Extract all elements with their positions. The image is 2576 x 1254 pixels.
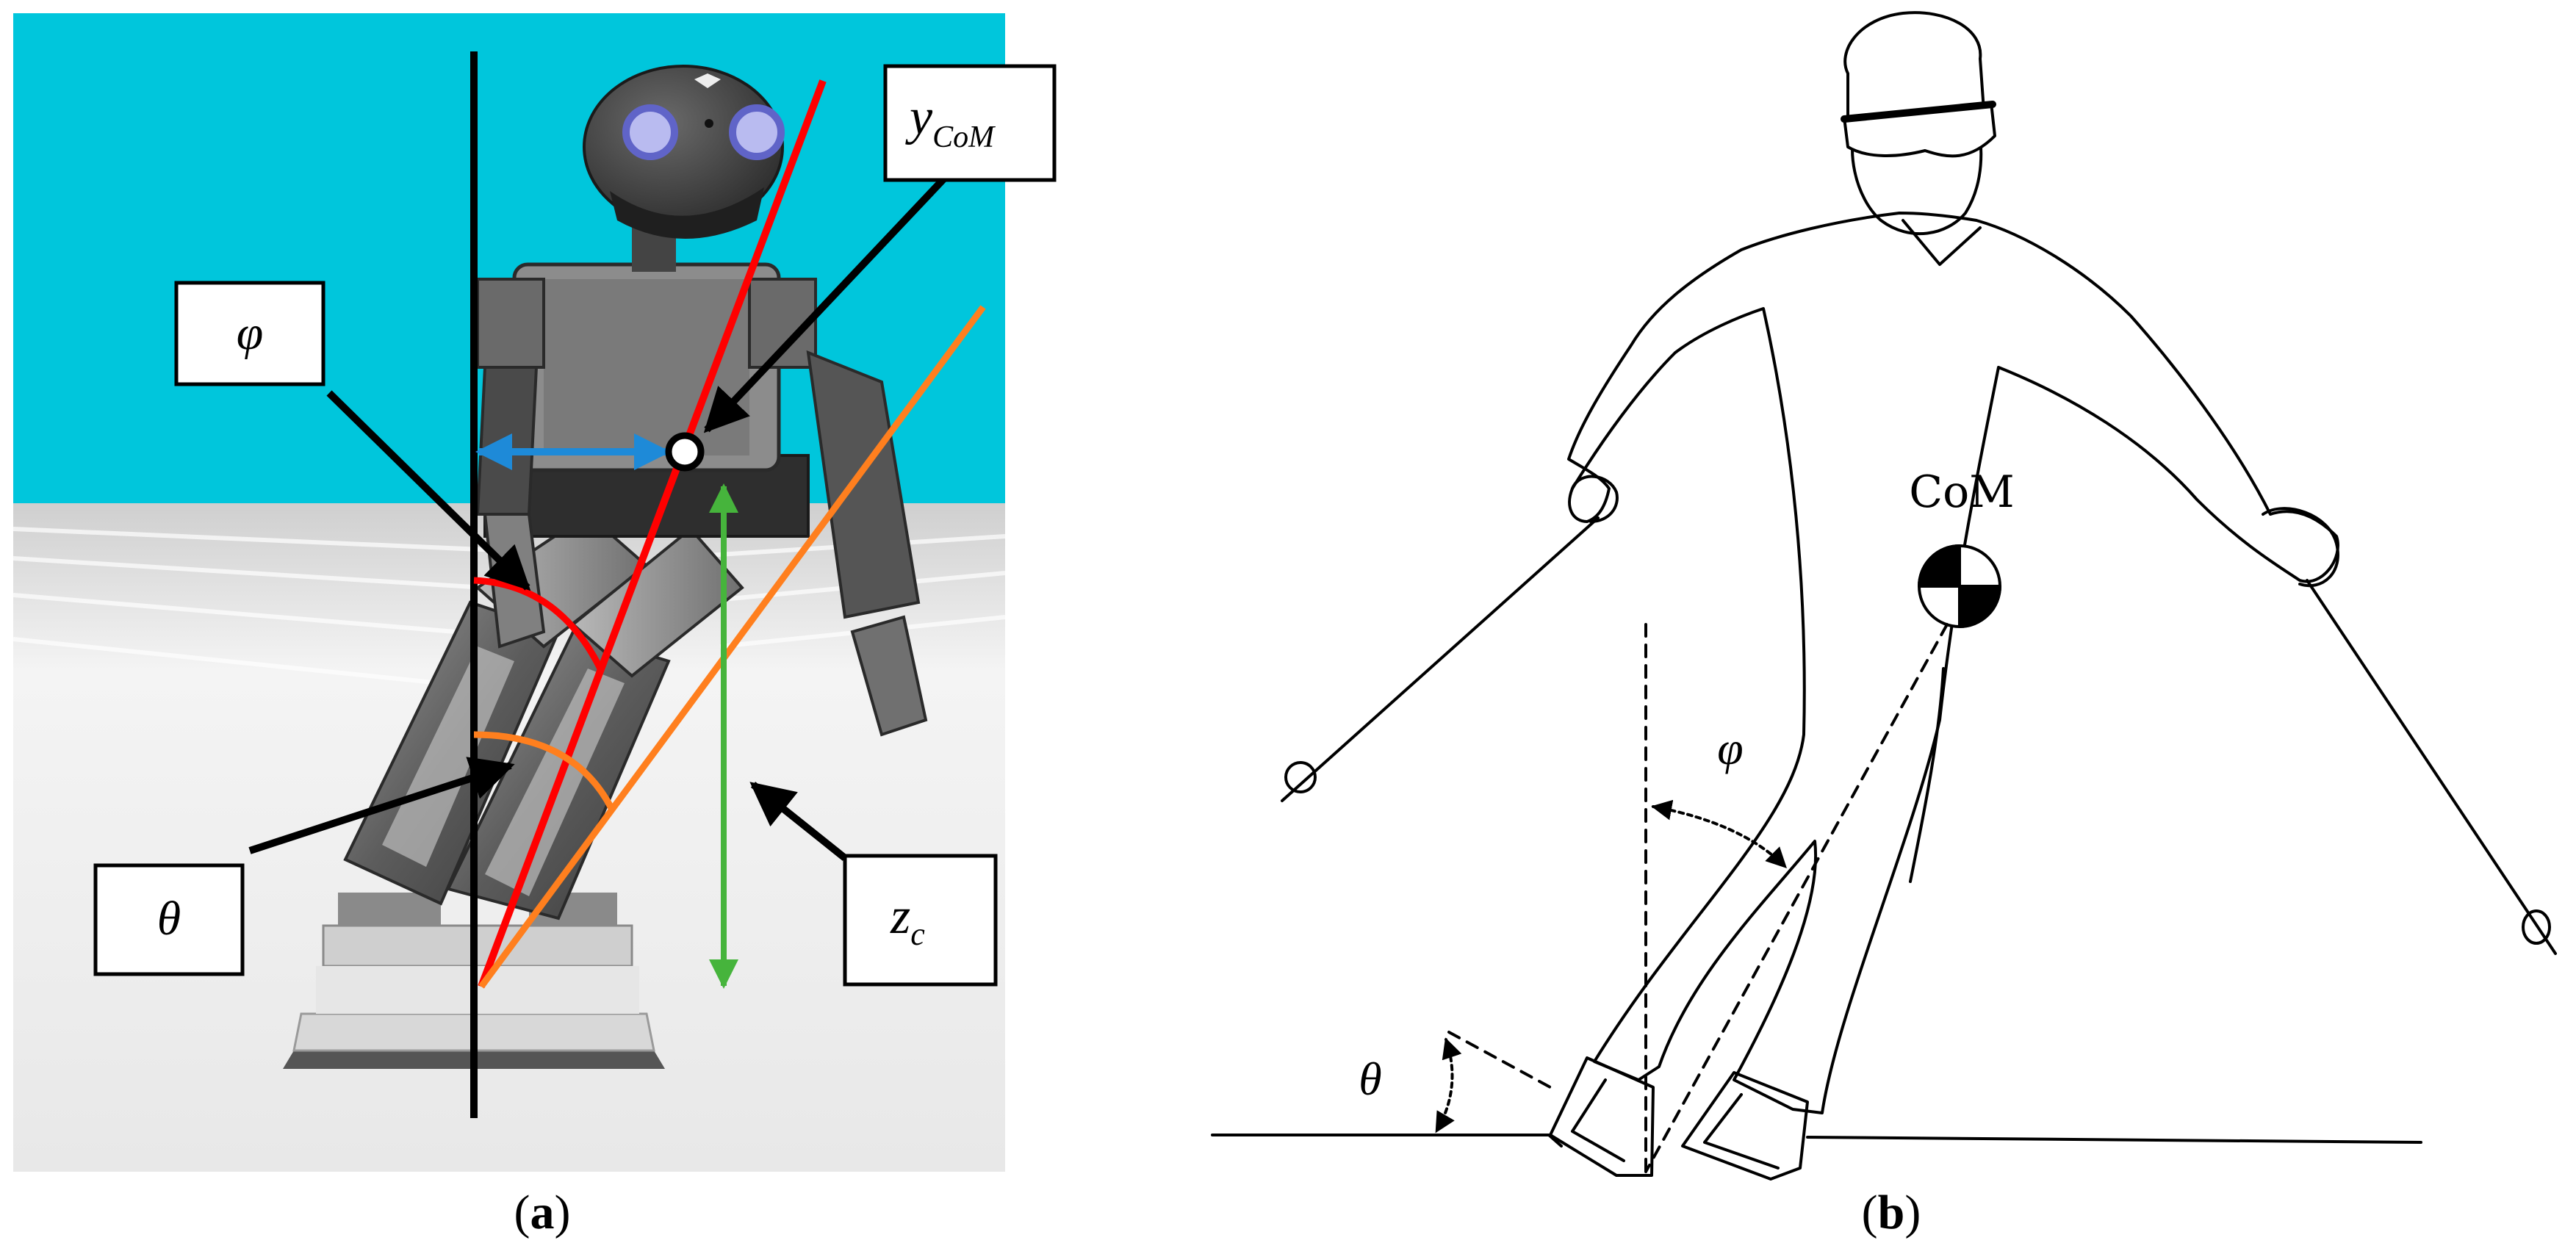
ycom-label: yCoM [905,89,996,154]
zc-pointer-arrow [749,782,848,861]
robot-right-arm [806,350,921,619]
phi-pointer-arrow [326,390,531,591]
robot-right-eye [729,104,785,160]
phi-label-a: φ [237,306,264,360]
zc-callout-box: zc [843,854,998,987]
skier-beanie [1843,11,1985,119]
phi-angle-arc-b [1651,799,1787,868]
left-ski-boot [1549,1056,1655,1177]
theta-label-a: θ [157,892,181,945]
panel-a: φ yCoM θ zc (a) [12,13,1057,1239]
skier-head [1851,116,1983,236]
left-pole-basket [1284,761,1317,793]
left-ski-pole [1281,516,1600,802]
body-tilt-axis [478,79,827,988]
ycom-label-main: y [905,89,933,145]
caption-b-close: ) [1904,1186,1921,1239]
skier-right-glove [2262,507,2339,588]
caption-a-open: ( [514,1186,530,1239]
caption-b-letter: b [1878,1186,1905,1239]
robot-left-arm [475,366,539,516]
right-pole-basket [2522,909,2551,945]
zc-label-main: z [890,888,910,945]
theta-angle-arc-b [1435,1037,1462,1134]
skier-left-glove [1571,475,1619,523]
phi-callout-box: φ [174,281,325,386]
com-point-marker [665,432,705,472]
caption-a-close: ) [555,1186,571,1239]
ground-line [1211,1134,2422,1147]
caption-b: (b) [1862,1186,1921,1239]
ycom-callout-box: yCoM [883,64,1057,182]
panel-b [1211,11,2557,1181]
theta-pointer-arrow [248,757,515,854]
caption-a-letter: a [530,1186,555,1239]
skier-collar [1902,219,1982,266]
caption-b-open: ( [1862,1186,1878,1239]
robot-left-eye [622,104,678,160]
theta-callout-box: θ [93,863,245,976]
right-ski-boot [1681,1071,1809,1181]
robot-head [583,65,785,239]
skier-body-outline [1567,212,2339,1114]
com-to-foot-dashed-line [1644,623,1949,1173]
com-label: CoM [1909,466,2014,518]
right-ski-pole [2306,579,2557,955]
com-symbol [1918,544,2001,628]
zc-label-subscript: c [910,916,925,952]
phi-label-b: φ [1717,722,1743,774]
zc-label: zc [890,888,925,952]
ycom-pointer-arrow [703,176,947,433]
theta-label-b: θ [1359,1053,1381,1105]
caption-a: (a) [514,1186,571,1239]
ycom-label-subscript: CoM [932,120,996,154]
slope-dashed-line [1447,1031,1552,1089]
theta-angle-arc [473,731,614,810]
